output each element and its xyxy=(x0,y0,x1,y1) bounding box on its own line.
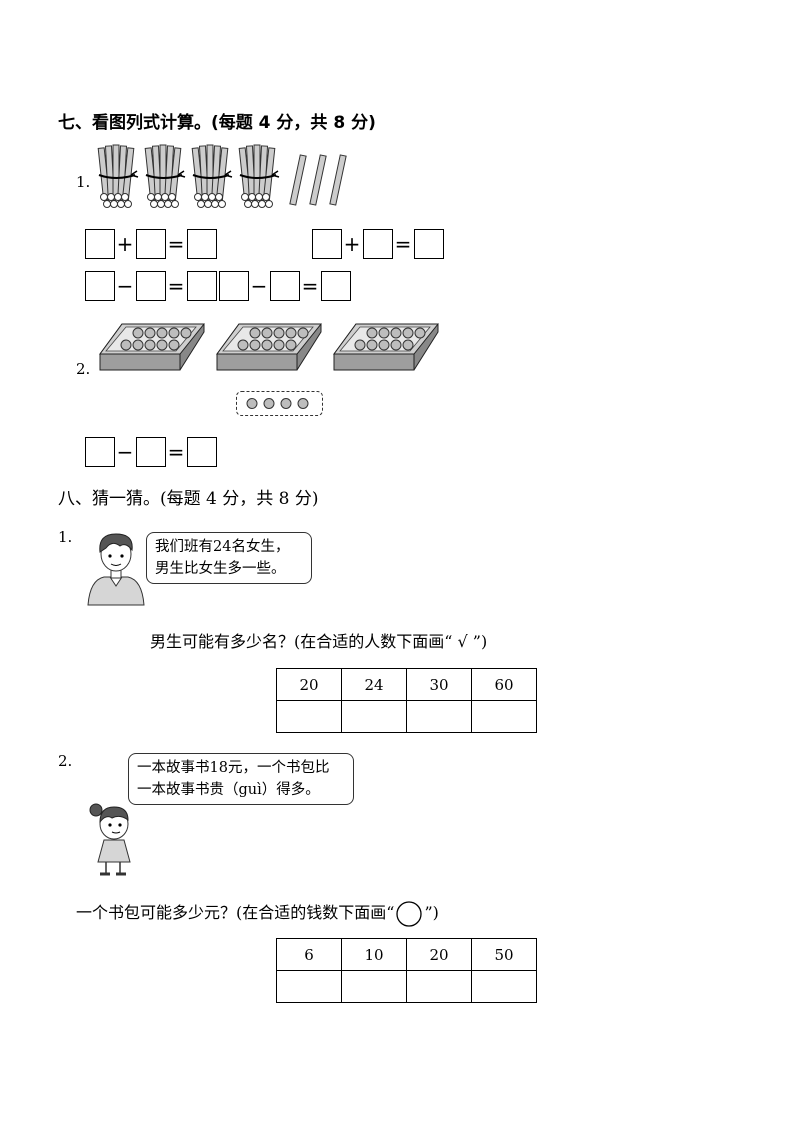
answer-cell[interactable] xyxy=(471,700,537,733)
stick-bundles-illustration xyxy=(97,144,347,209)
table-row: 20 24 30 60 xyxy=(276,668,537,701)
answer-box[interactable] xyxy=(187,271,217,301)
answer-box[interactable] xyxy=(312,229,342,259)
options-table-1: 20 24 30 60 xyxy=(276,668,537,733)
plus-sign: + xyxy=(116,232,134,256)
answer-cell[interactable] xyxy=(406,700,472,733)
answer-box[interactable] xyxy=(85,271,115,301)
option-cell: 10 xyxy=(341,938,407,971)
table-row: 6 10 20 50 xyxy=(276,938,537,971)
options-table-2: 6 10 20 50 xyxy=(276,938,537,1003)
table-row xyxy=(276,970,537,1003)
question-text-after: ”) xyxy=(424,903,439,922)
answer-box[interactable] xyxy=(85,229,115,259)
section8-title: 八、猜一猜。(每题 4 分，共 8 分) xyxy=(58,489,319,509)
boy-icon xyxy=(87,533,145,606)
question-text: 男生可能有多少名？(在合适的人数下面画“ √ ”) xyxy=(150,632,488,651)
equals-sign: = xyxy=(167,274,185,298)
table-row xyxy=(276,700,537,733)
loose-balls-illustration xyxy=(236,391,323,416)
speech-line: 男生比女生多一些。 xyxy=(155,561,286,577)
question-number: 1. xyxy=(76,173,91,191)
section7-title: 七、看图列式计算。(每题 4 分，共 8 分) xyxy=(58,113,376,133)
minus-sign: − xyxy=(250,274,268,298)
answer-box[interactable] xyxy=(187,229,217,259)
answer-box[interactable] xyxy=(321,271,351,301)
answer-box[interactable] xyxy=(85,437,115,467)
answer-cell[interactable] xyxy=(276,700,342,733)
question-number: 1. xyxy=(58,528,73,546)
answer-box[interactable] xyxy=(219,271,249,301)
answer-cell[interactable] xyxy=(341,970,407,1003)
equals-sign: = xyxy=(301,274,319,298)
answer-box[interactable] xyxy=(136,229,166,259)
answer-cell[interactable] xyxy=(276,970,342,1003)
option-cell: 20 xyxy=(406,938,472,971)
equals-sign: = xyxy=(394,232,412,256)
answer-box[interactable] xyxy=(136,271,166,301)
question-number: 2. xyxy=(76,360,91,378)
speech-bubble: 我们班有24名女生， 男生比女生多一些。 xyxy=(146,532,312,584)
answer-cell[interactable] xyxy=(341,700,407,733)
single-stick-icon xyxy=(289,154,347,206)
minus-sign: − xyxy=(116,274,134,298)
stick-bundle-icon xyxy=(97,144,139,208)
girl-icon xyxy=(89,803,131,876)
option-cell: 30 xyxy=(406,668,472,701)
speech-line: 我们班有24名女生， xyxy=(155,539,290,555)
egg-trays-illustration xyxy=(99,323,439,371)
option-cell: 50 xyxy=(471,938,537,971)
question-number: 2. xyxy=(58,752,73,770)
equals-sign: = xyxy=(167,232,185,256)
equals-sign: = xyxy=(167,440,185,464)
option-cell: 24 xyxy=(341,668,407,701)
minus-sign: − xyxy=(116,440,134,464)
answer-box[interactable] xyxy=(187,437,217,467)
answer-cell[interactable] xyxy=(471,970,537,1003)
option-cell: 6 xyxy=(276,938,342,971)
question-text-before: 一个书包可能多少元？(在合适的钱数下面画“ xyxy=(76,903,395,922)
answer-box[interactable] xyxy=(363,229,393,259)
answer-box[interactable] xyxy=(270,271,300,301)
answer-box[interactable] xyxy=(414,229,444,259)
question-text: 一个书包可能多少元？(在合适的钱数下面画“ ”) xyxy=(76,899,439,927)
option-cell: 60 xyxy=(471,668,537,701)
plus-sign: + xyxy=(343,232,361,256)
answer-box[interactable] xyxy=(136,437,166,467)
speech-line: 一本故事书18元，一个书包比 xyxy=(137,760,330,776)
option-cell: 20 xyxy=(276,668,342,701)
speech-bubble: 一本故事书18元，一个书包比 一本故事书贵（guì）得多。 xyxy=(128,753,354,805)
circle-mark-icon xyxy=(396,900,423,927)
answer-cell[interactable] xyxy=(406,970,472,1003)
egg-tray-icon xyxy=(99,323,206,371)
speech-line: 一本故事书贵（guì）得多。 xyxy=(137,782,320,798)
